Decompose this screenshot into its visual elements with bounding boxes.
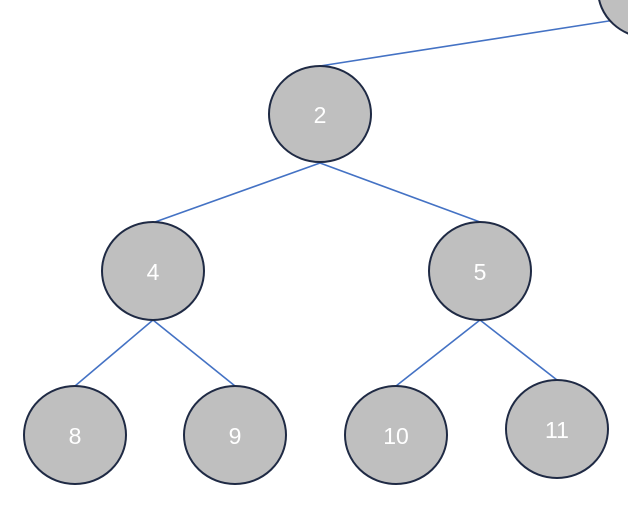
node-label-9: 9 <box>229 423 242 449</box>
node-circle-5 <box>428 221 532 321</box>
node-label-8: 8 <box>69 423 82 449</box>
node-circle-2 <box>268 65 372 163</box>
node-label-5: 5 <box>474 259 487 285</box>
edge-2-to-5 <box>319 162 481 223</box>
edge-offscreen-parent-to-2 <box>319 17 628 67</box>
edge-2-to-4 <box>154 162 321 223</box>
edge-4-to-8 <box>74 319 154 387</box>
node-4: 4 <box>101 221 205 321</box>
node-circle-4 <box>101 221 205 321</box>
node-label-11: 11 <box>545 417 569 443</box>
node-11: 11 <box>505 379 609 479</box>
edge-5-to-11 <box>479 319 558 381</box>
node-circle-11 <box>505 379 609 479</box>
node-label-4: 4 <box>147 259 160 285</box>
node-circle-9 <box>183 385 287 485</box>
node-circle-offscreen-parent <box>598 0 628 35</box>
node-circle-8 <box>23 385 127 485</box>
node-8: 8 <box>23 385 127 485</box>
nodes-layer: 2 4 5 8 9 10 11 <box>23 0 628 485</box>
edge-5-to-10 <box>395 319 481 387</box>
node-5: 5 <box>428 221 532 321</box>
node-label-10: 10 <box>383 423 409 449</box>
node-9: 9 <box>183 385 287 485</box>
edge-4-to-9 <box>152 319 236 387</box>
edges-layer <box>74 17 628 387</box>
node-2: 2 <box>268 65 372 163</box>
node-circle-10 <box>344 385 448 485</box>
node-label-2: 2 <box>314 102 327 128</box>
node-offscreen-parent <box>598 0 628 35</box>
node-10: 10 <box>344 385 448 485</box>
